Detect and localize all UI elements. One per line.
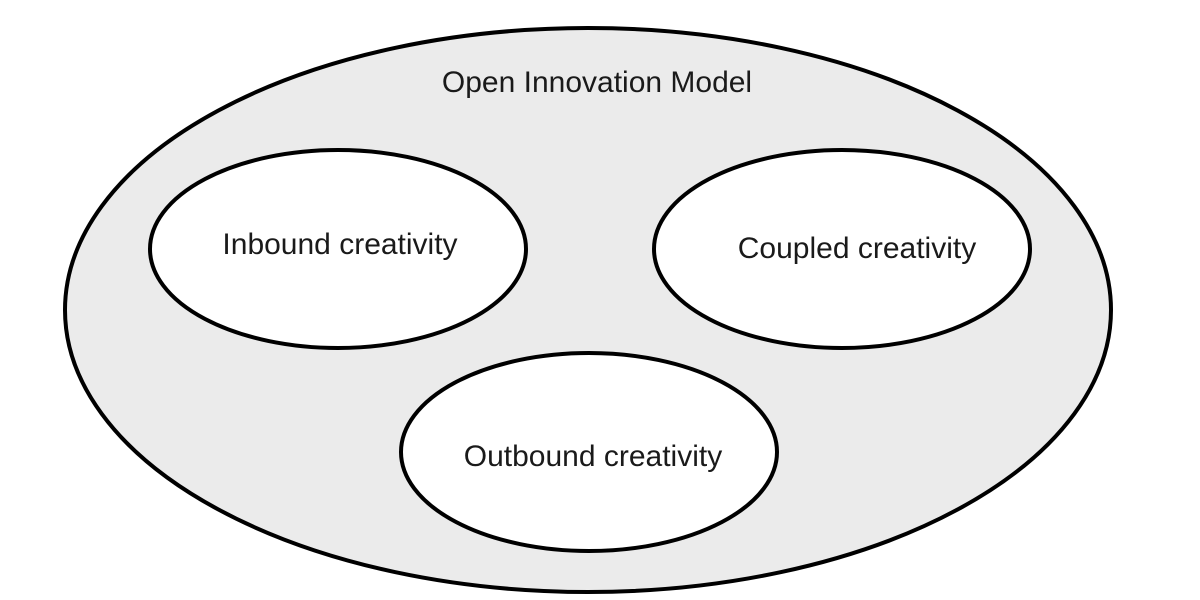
inbound-creativity-label: Inbound creativity — [222, 228, 457, 261]
outer-model-label: Open Innovation Model — [442, 66, 752, 99]
inbound-creativity-ellipse — [148, 148, 528, 350]
coupled-creativity-label: Coupled creativity — [738, 232, 976, 265]
outbound-creativity-ellipse — [399, 351, 779, 553]
coupled-creativity-ellipse — [652, 148, 1032, 350]
outbound-creativity-label: Outbound creativity — [464, 440, 722, 473]
